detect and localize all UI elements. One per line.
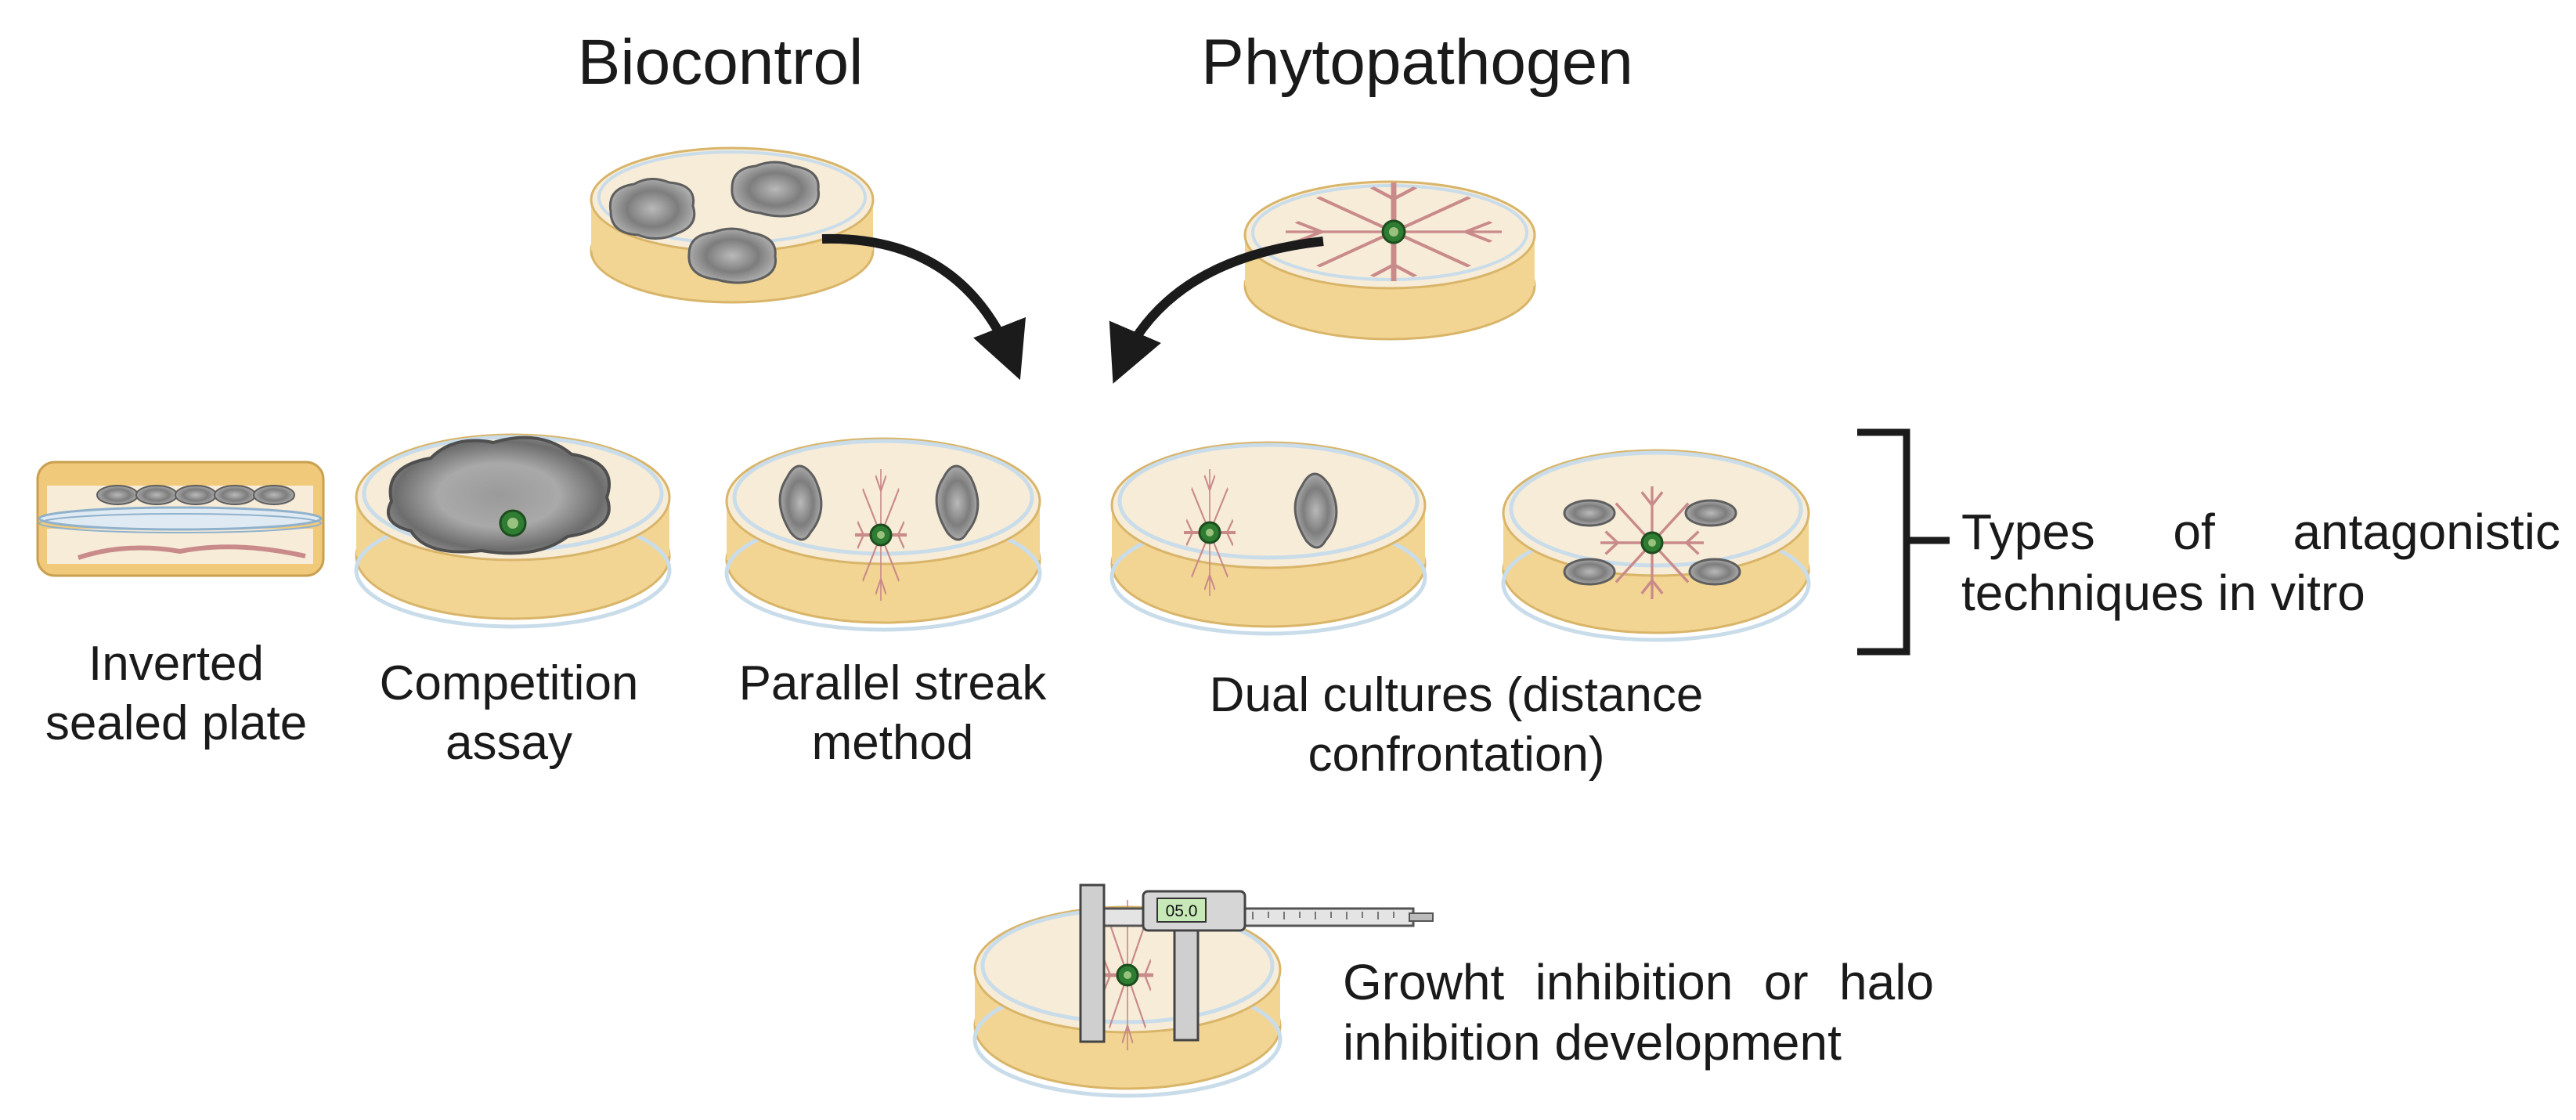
inverted-sealed-plate <box>36 461 325 577</box>
arrow-biocontrol <box>821 233 1026 381</box>
label-types-line2: techniques in vitro <box>1961 565 2365 621</box>
heading-biocontrol: Biocontrol <box>577 27 864 98</box>
biocontrol-plate <box>590 146 875 304</box>
label-competition-line1: Competition <box>379 656 639 710</box>
label-inverted-line2: sealed plate <box>45 695 308 750</box>
biocontrol-colony-1 <box>608 178 696 240</box>
caliper-readout: 05.0 <box>1166 902 1198 920</box>
label-growth-line1: Growht inhibition or halo <box>1343 954 1934 1010</box>
label-parallel-line2: method <box>811 715 974 770</box>
biocontrol-colony-2 <box>731 161 821 218</box>
label-parallel-line1: Parallel streak <box>738 656 1047 710</box>
label-competition-line2: assay <box>446 715 572 770</box>
bracket <box>1857 428 1950 656</box>
caliper-display <box>1156 898 1207 923</box>
measurement-plate <box>972 900 1283 1098</box>
parallel-streak-plate <box>724 437 1042 632</box>
dual-culture-plate-1 <box>1109 441 1427 636</box>
biocontrol-colony-3 <box>687 227 777 284</box>
label-dual-line1: Dual cultures (distance <box>1209 668 1704 722</box>
label-parallel-streak: Parallel streak method <box>705 654 1081 772</box>
label-dual-line2: confrontation) <box>1308 727 1605 782</box>
arrow-phytopathogen <box>1109 237 1324 384</box>
label-growth-line2: inhibition development <box>1343 1014 1842 1071</box>
label-inverted-sealed-plate: Inverted sealed plate <box>8 634 345 753</box>
competition-assay-plate <box>354 433 672 629</box>
label-inverted-line1: Inverted <box>88 637 265 691</box>
label-types-line1: Types of antagonistic <box>1961 504 2560 560</box>
caliper: 05.0 <box>1079 883 1434 1043</box>
heading-phytopathogen: Phytopathogen <box>1201 27 1633 98</box>
dual-culture-plate-2 <box>1501 449 1811 642</box>
phytopathogen-plate <box>1243 182 1536 341</box>
label-dual-cultures: Dual cultures (distance confrontation) <box>1159 666 1754 784</box>
label-competition-assay: Competition assay <box>345 654 673 772</box>
